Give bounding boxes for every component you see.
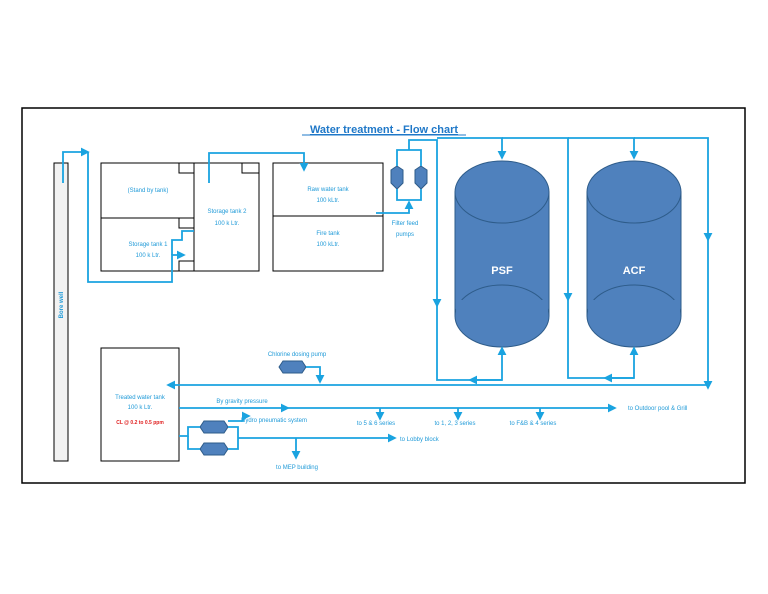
pipes bbox=[62, 137, 713, 460]
storage-tank-1-capacity: 100 k Ltr. bbox=[136, 253, 161, 259]
tank-hatch bbox=[241, 162, 260, 174]
pipe bbox=[396, 189, 422, 201]
outlet-lobby-block: to Lobby block bbox=[400, 437, 440, 443]
chlorine-dosing-pump bbox=[278, 360, 307, 374]
fire-tank-label: Fire tank bbox=[316, 231, 340, 237]
treated-tank-label: Treated water tank bbox=[115, 395, 166, 401]
gravity-label: By gravity pressure bbox=[216, 399, 268, 405]
outlet-mep-building: to MEP building bbox=[276, 465, 318, 471]
psf-label: PSF bbox=[491, 265, 513, 277]
filter-feed-pumps-label-2: pumps bbox=[396, 232, 414, 238]
hydro-pneumatic-pump bbox=[199, 442, 229, 456]
raw-water-tank-capacity: 100 kLtr. bbox=[316, 198, 339, 204]
outlet-fb-4-series: to F&B & 4 series bbox=[510, 421, 557, 427]
treated-water-tank bbox=[100, 347, 180, 462]
acf-vessel bbox=[586, 160, 682, 348]
pipe bbox=[171, 230, 194, 255]
outlet-1-2-3-series: to 1, 2, 3 series bbox=[434, 421, 475, 427]
outlet-outdoor-pool: to Outdoor pool & Grill bbox=[628, 406, 687, 412]
pipe bbox=[408, 139, 442, 308]
storage-tank-2-capacity: 100 k Ltr. bbox=[215, 221, 240, 227]
psf-vessel bbox=[454, 160, 550, 348]
filter-feed-pumps-label: Filter feed bbox=[392, 221, 419, 227]
hydro-pneumatic-pump bbox=[199, 420, 229, 434]
outlet-5-6-series: to 5 & 6 series bbox=[357, 421, 395, 427]
pipe bbox=[179, 426, 200, 437]
pipe bbox=[208, 152, 309, 183]
storage-tank-1-label: Storage tank 1 bbox=[128, 242, 168, 248]
pipe bbox=[62, 147, 90, 183]
chlorine-level-note: CL @ 0.2 to 0.5 ppm bbox=[116, 420, 164, 426]
acf-label: ACF bbox=[623, 265, 646, 277]
pipe bbox=[567, 300, 639, 379]
raw-water-tank-label: Raw water tank bbox=[307, 187, 349, 193]
pipe bbox=[87, 152, 186, 283]
tank-hatch bbox=[178, 162, 195, 174]
standby-tank-label: (Stand by tank) bbox=[128, 188, 169, 194]
pipe bbox=[228, 411, 251, 422]
diagram-title: Water treatment - Flow chart bbox=[310, 124, 458, 136]
storage-tank-2-label: Storage tank 2 bbox=[207, 209, 247, 215]
tank-hatch bbox=[178, 217, 195, 229]
chlorine-pump-label: Chlorine dosing pump bbox=[268, 352, 327, 358]
pipe bbox=[634, 137, 713, 242]
treated-tank-capacity: 100 k Ltr. bbox=[128, 405, 153, 411]
tank-hatch bbox=[178, 260, 195, 272]
pipe bbox=[187, 436, 200, 450]
hydro-system-label: Hydro pneumatic system bbox=[241, 418, 307, 424]
fire-tank bbox=[272, 215, 384, 272]
storage-tank-2 bbox=[193, 162, 260, 272]
fire-tank-capacity: 100 kLtr. bbox=[316, 242, 339, 248]
pipe bbox=[376, 200, 414, 214]
bore-well bbox=[53, 162, 69, 462]
bore-well-label: Bore well bbox=[59, 291, 65, 318]
raw-water-tank bbox=[272, 162, 384, 217]
pipe bbox=[306, 366, 325, 384]
